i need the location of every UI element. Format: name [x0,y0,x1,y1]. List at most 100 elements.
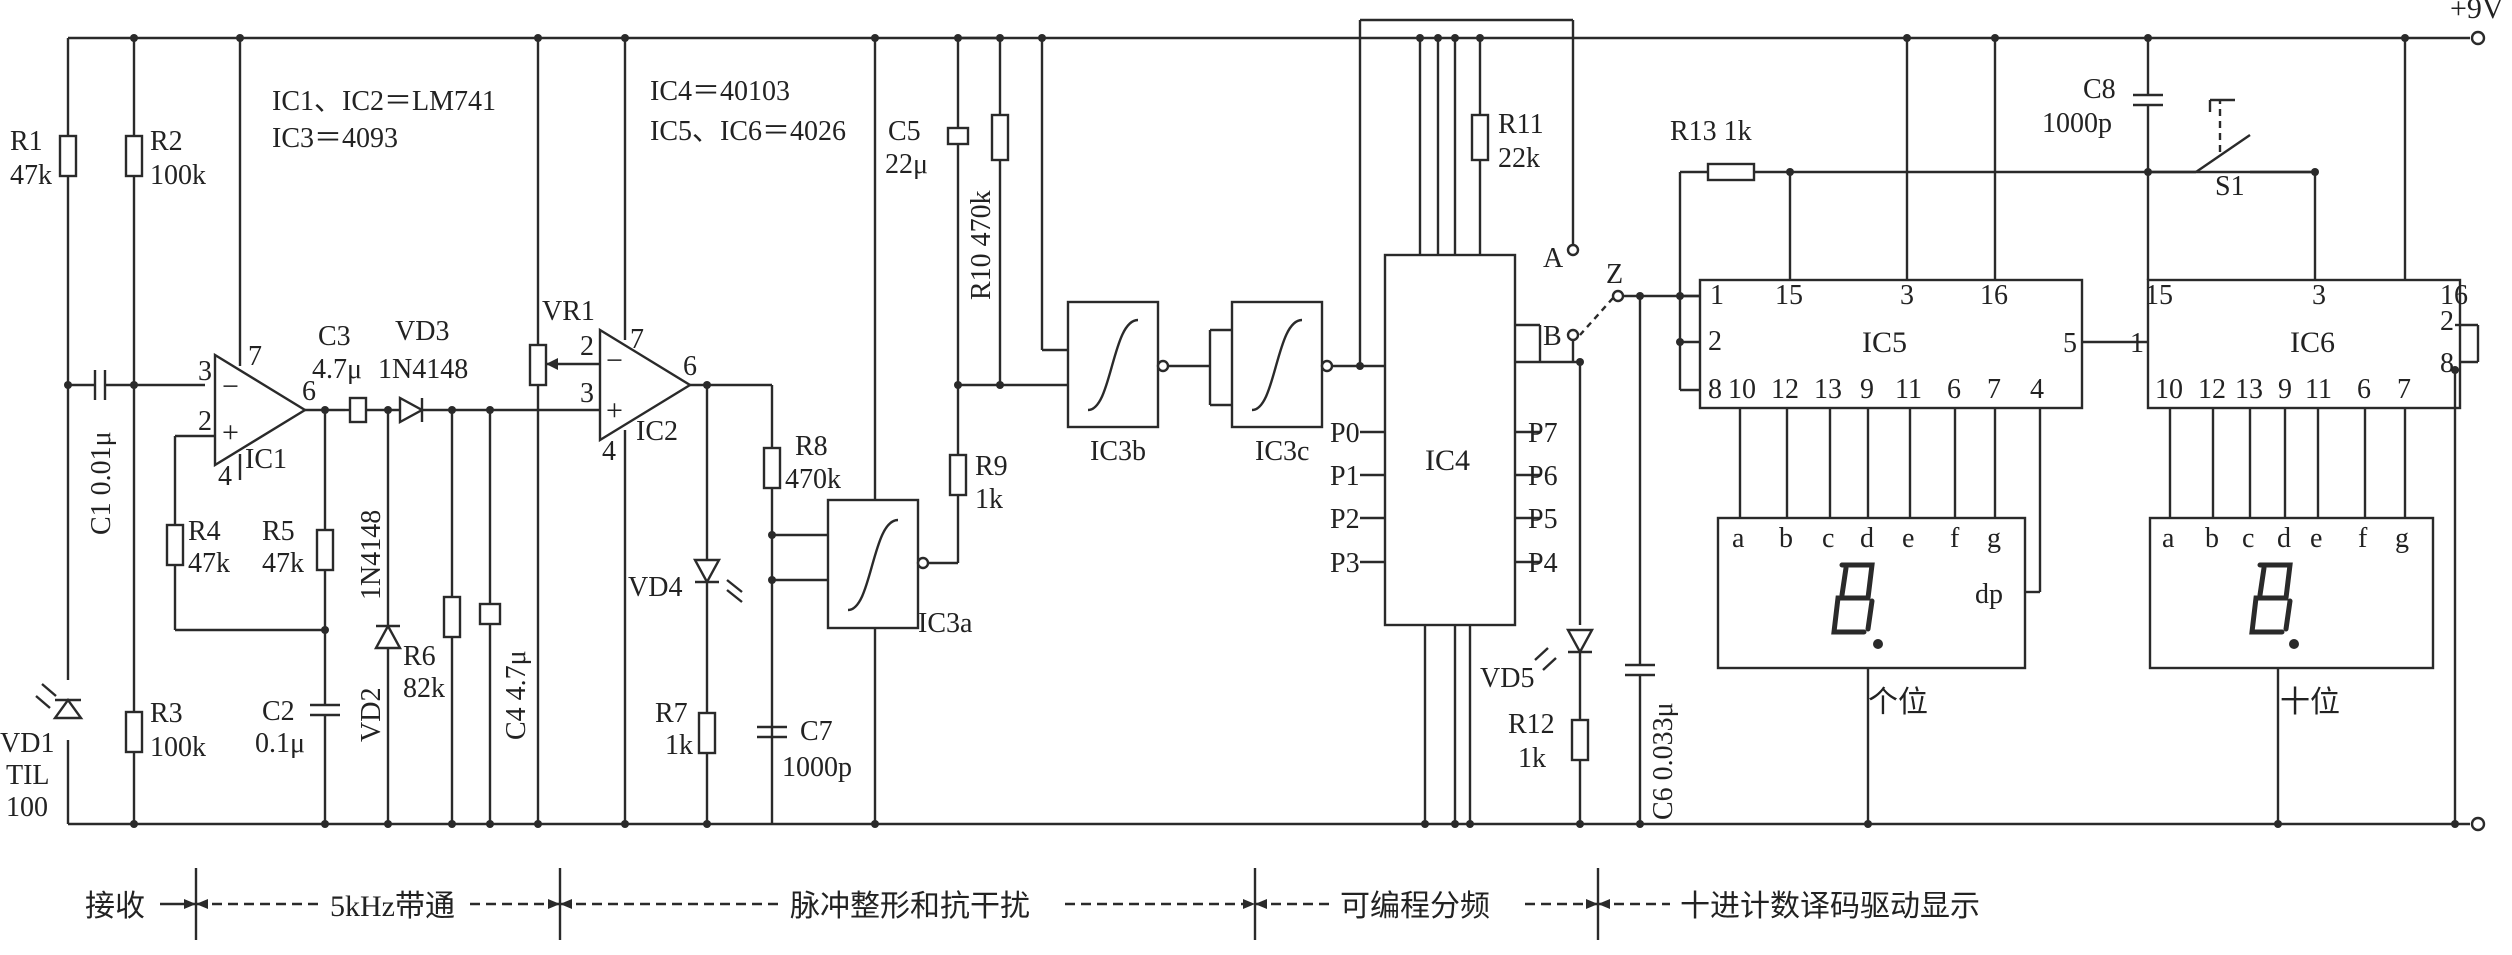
tens-seg-c: c [2242,523,2254,554]
r3-label: R3 [150,698,183,729]
ic1-opamp [165,34,345,828]
ab-selector-switch[interactable] [1566,243,1700,828]
r10-label: R10 470k [966,190,997,300]
s1-label: S1 [2215,171,2245,202]
tens-seven-segment [2249,562,2299,649]
r4-value: 47k [188,548,230,579]
reset-network [2133,34,2319,280]
tens-seg-e: e [2310,523,2322,554]
ic6-pin-15: 15 [2145,280,2173,311]
switch-terminal-b[interactable] [1566,328,1580,342]
r8-label: R8 [795,431,828,462]
c2-value: 0.1μ [255,728,305,759]
ic4-p6: P6 [1528,461,1558,492]
ic4-p4: P4 [1528,548,1558,579]
c3-capacitor [348,396,368,424]
r6-value: 82k [403,673,445,704]
r7-label: R7 [655,698,688,729]
ic5-label: IC5 [1862,326,1907,359]
rectifier-network [345,395,600,828]
note-ic4: IC4＝40103 [650,76,790,107]
units-seg-d: d [1860,523,1874,554]
ic5-pin-7: 7 [1987,374,2001,405]
vcc-terminal [2470,30,2486,46]
ic5-pin-1: 1 [1710,280,1724,311]
ic4-label: IC4 [1425,444,1470,477]
ic2-label: IC2 [636,416,678,447]
r4-label: R4 [188,516,221,547]
ic5-pin-9: 9 [1860,374,1874,405]
c4-capacitor [478,602,502,626]
s1-switch-lever[interactable] [2195,134,2251,173]
c3-value: 4.7μ [312,354,362,385]
ic6-pin-7: 7 [2397,374,2411,405]
ic1-pin2: 2 [198,406,212,437]
c7-value: 1000p [782,752,852,783]
note-ic1-ic2: IC1、IC2＝LM741 [272,86,496,117]
ic1-pin7: 7 [248,341,262,372]
r9-value: 1k [975,484,1003,515]
ic1-pin6: 6 [302,376,316,407]
ic5-pin-6: 6 [1947,374,1961,405]
ic5-pin-10: 10 [1728,374,1756,405]
r8-value: 470k [785,464,841,495]
c2-label: C2 [262,696,295,727]
section-bandpass: 5kHz带通 [330,890,455,923]
c3-label: C3 [318,321,351,352]
vd5-label: VD5 [1480,663,1534,694]
r9-resistor [948,453,968,497]
ic2-minus: − [606,344,623,377]
units-seg-e: e [1902,523,1914,554]
section-divider: 可编程分频 [1340,890,1490,923]
r11-value: 22k [1498,143,1540,174]
ic3c-label: IC3c [1255,436,1309,467]
tens-seg-d: d [2277,523,2291,554]
units-seg-dp: dp [1975,579,2003,610]
ic5-pin-15: 15 [1775,280,1803,311]
r7-value: 1k [665,730,693,761]
note-ic3: IC3＝4093 [272,123,398,154]
ic1-plus: + [222,416,239,449]
ic6-pin-13: 13 [2235,374,2263,405]
r1-resistor [58,134,78,178]
ic5-pin-8: 8 [1708,374,1722,405]
units-seg-a: a [1732,523,1745,554]
vd5-led [1565,628,1595,655]
ic5-counter-decoder [1676,34,2315,828]
section-counter-display: 十进计数译码驱动显示 [1680,890,1980,923]
tens-seg-f: f [2358,523,2368,554]
ic6-pin-9: 9 [2278,374,2292,405]
ic6-pin-10: 10 [2155,374,2183,405]
units-display [1716,516,2027,670]
ic6-pin-2: 2 [2440,306,2454,337]
ic4-p2: P2 [1330,504,1360,535]
ic2-pin3: 3 [580,378,594,409]
ic3a-schmitt [707,383,958,828]
r12-value: 1k [1518,743,1546,774]
r11-resistor [1470,113,1490,162]
ic3a-label: IC3a [918,608,973,639]
vd3-part: 1N4148 [378,354,468,385]
c7-label: C7 [800,716,833,747]
vd4-label: VD4 [628,572,682,603]
power-rails [68,30,2486,832]
units-seven-segment [1831,562,1883,649]
c5-value: 22μ [885,149,928,180]
tens-seg-b: b [2205,523,2219,554]
ic6-pin-6: 6 [2357,374,2371,405]
c6-label: C6 0.033μ [1648,702,1679,820]
section-pulse-shaping: 脉冲整形和抗干扰 [790,890,1030,923]
ic4-p0: P0 [1330,418,1360,449]
vd4-led [692,558,722,585]
ic6-pin-1: 1 [2130,328,2144,359]
ic6-pin-3: 3 [2312,280,2326,311]
switch-terminal-z[interactable] [1611,289,1625,303]
timing-network [871,34,1068,563]
tens-seg-a: a [2162,523,2175,554]
switch-terminal-a[interactable] [1566,243,1580,257]
r13-label: R13 1k [1670,116,1752,147]
vd2-diode [373,623,403,650]
receive-stage [35,34,205,828]
ic6-pin-11: 11 [2305,374,2332,405]
